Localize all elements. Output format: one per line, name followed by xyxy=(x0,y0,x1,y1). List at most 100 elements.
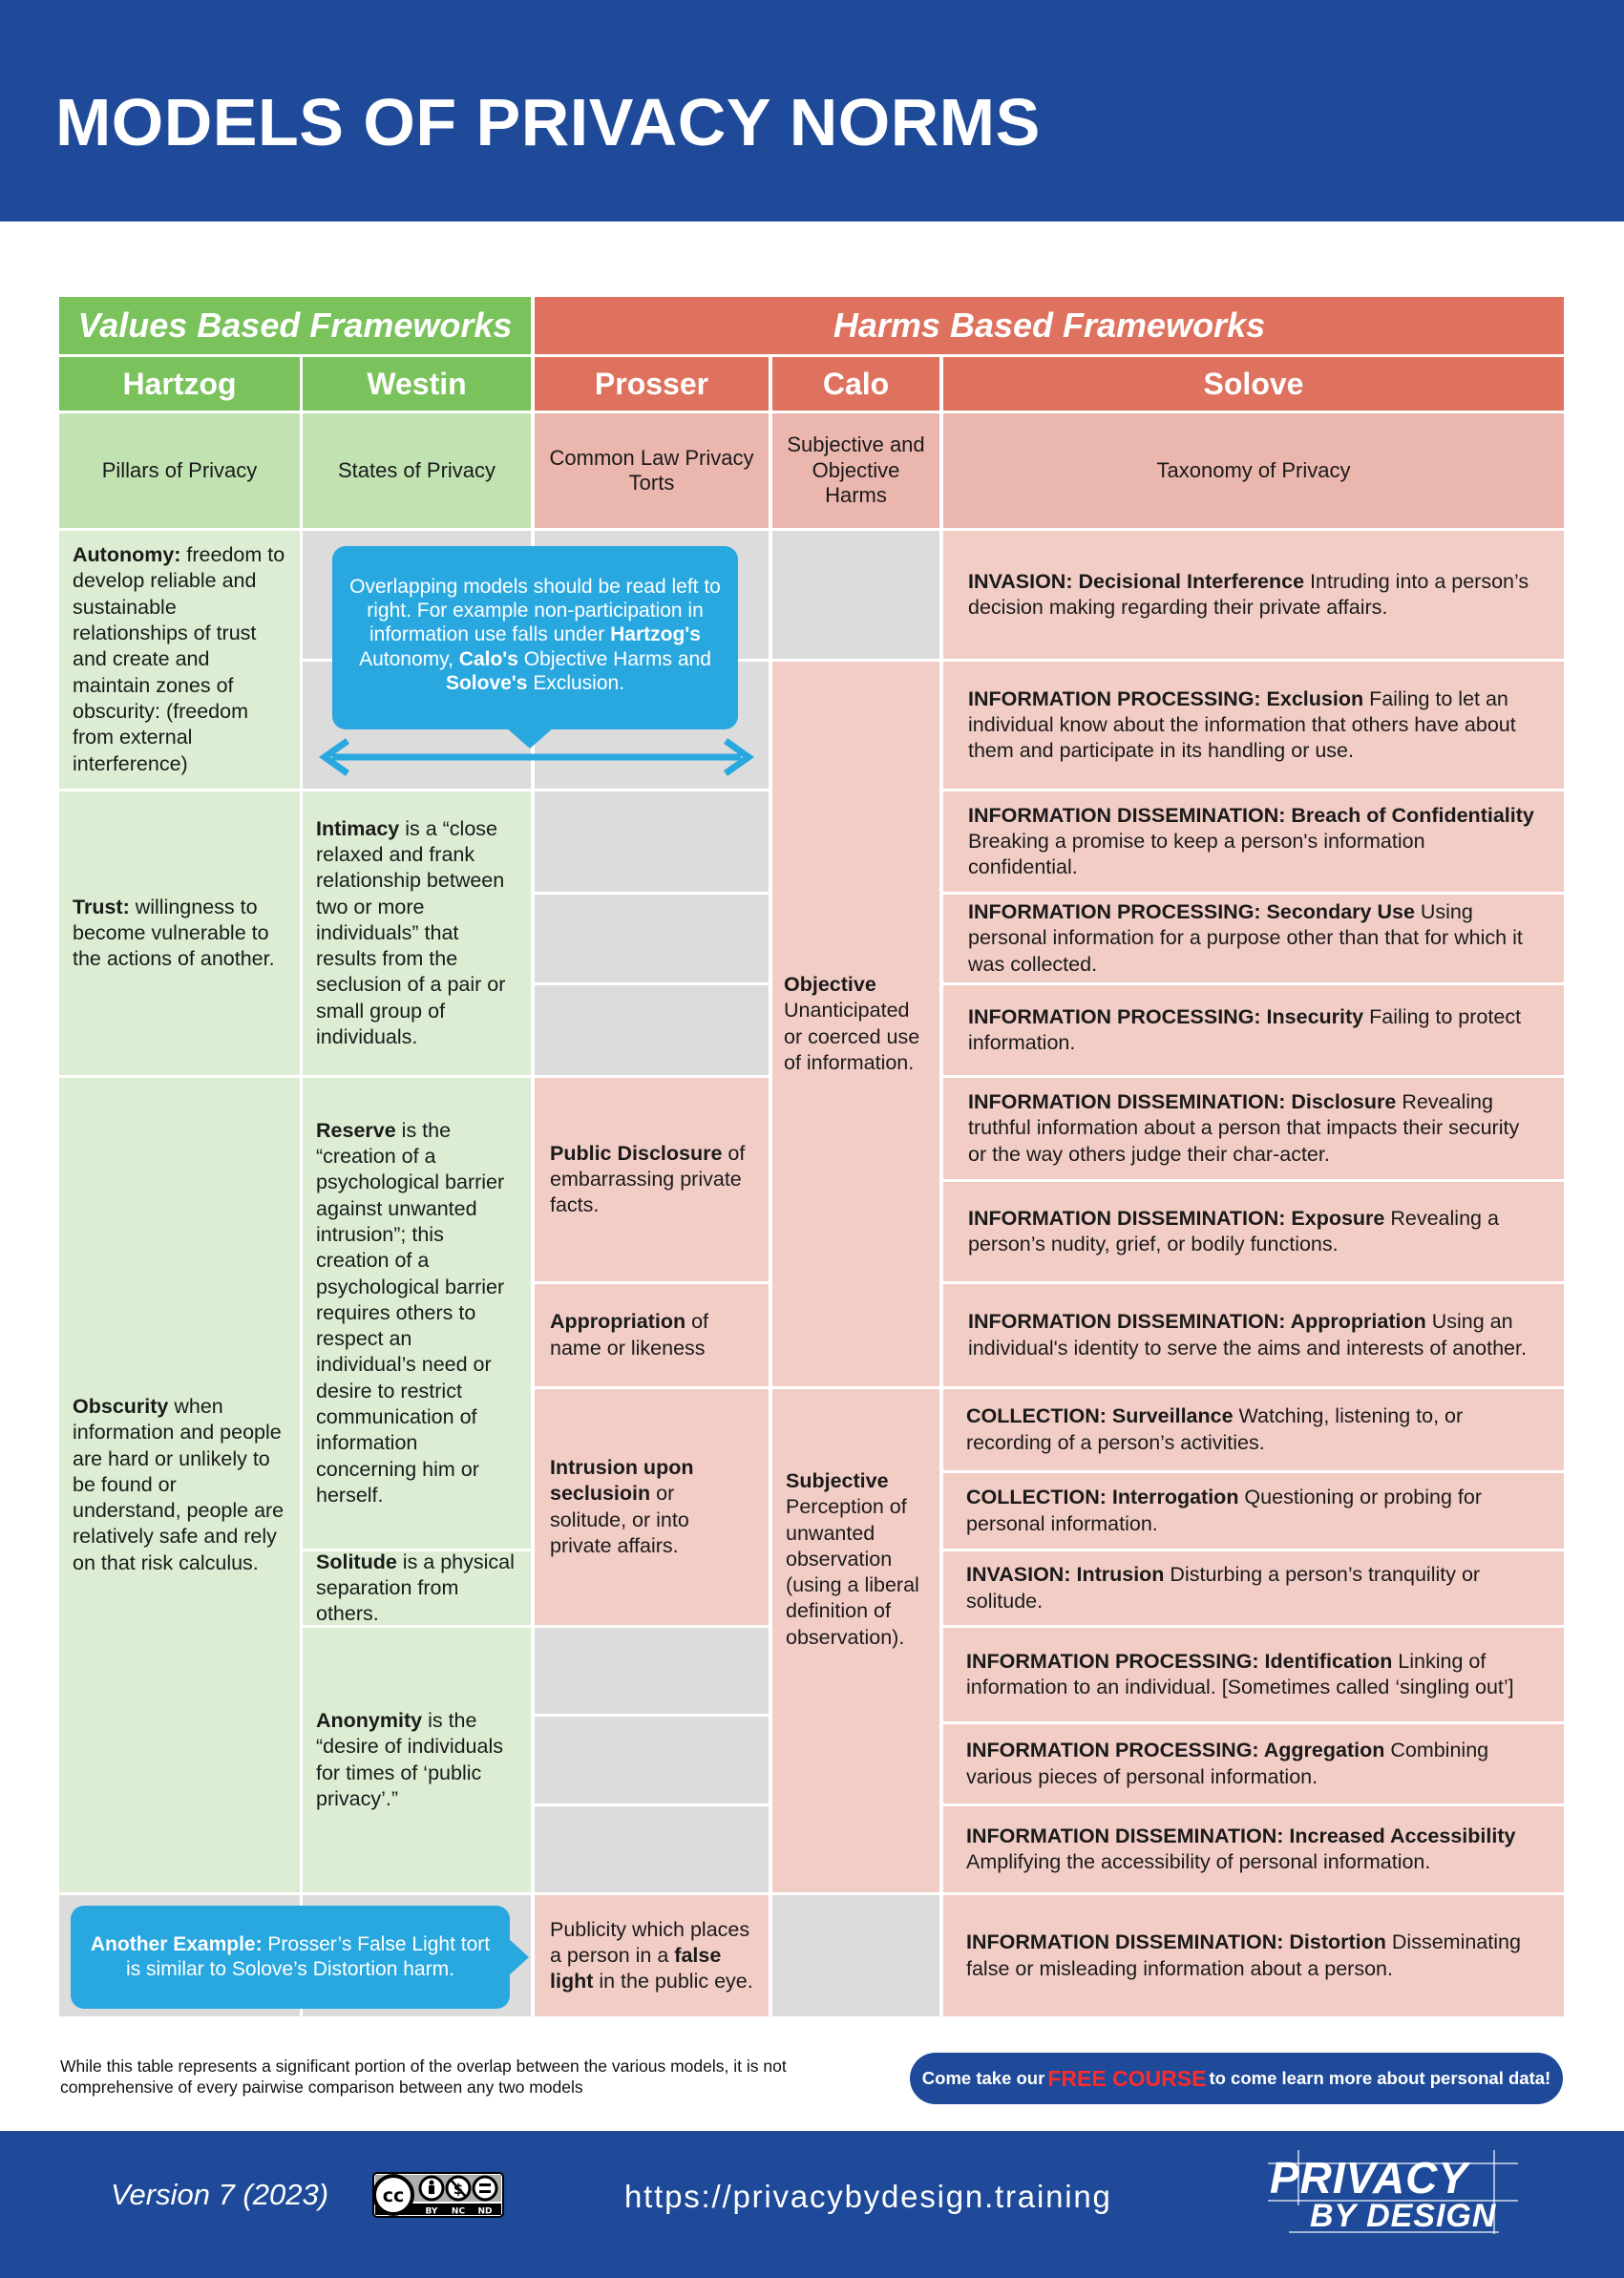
term: Objective xyxy=(784,972,876,996)
description: Intruding into a person’s decision makin… xyxy=(968,569,1529,619)
description: Failing to protect information. xyxy=(968,1004,1522,1054)
description: Questioning or probing for personal info… xyxy=(966,1486,1483,1535)
callout-text: Overlapping models should be read left t… xyxy=(349,576,721,646)
header-banner xyxy=(0,0,1624,221)
description: of name or likeness xyxy=(550,1310,709,1360)
empty-cell xyxy=(535,895,769,982)
solove-entry: INFORMATION DISSEMINATION: Appropriation… xyxy=(943,1284,1564,1386)
solove-entry: INVASION: Decisional Interference Intrud… xyxy=(943,531,1564,659)
prosser-false-light: Publicity which places a person in a fal… xyxy=(535,1895,769,2016)
course-highlight: FREE COURSE xyxy=(1047,2065,1207,2091)
overlap-callout: Overlapping models should be read left t… xyxy=(332,546,738,729)
callout-label: Another Example: xyxy=(90,1933,263,1955)
version-label: Version 7 (2023) xyxy=(111,2178,329,2211)
website-link[interactable]: https://privacybydesign.training xyxy=(624,2179,1112,2214)
term: Reserve xyxy=(316,1118,396,1142)
term: INVASION: Intrusion xyxy=(966,1563,1165,1587)
license-label: ND xyxy=(477,2207,492,2217)
term: Intrusion upon seclusioin xyxy=(550,1455,694,1506)
description: Amplifying the accessibility of personal… xyxy=(966,1850,1431,1873)
course-text: to come learn more about personal data! xyxy=(1209,2068,1551,2088)
description: Breaking a promise to keep a person's in… xyxy=(968,829,1425,879)
term: Subjective xyxy=(786,1468,889,1492)
term: INFORMATION DISSEMINATION: Distortion xyxy=(966,1930,1386,1954)
license-label: BY xyxy=(426,2207,438,2217)
footer-banner xyxy=(0,2131,1624,2278)
term: INVASION: Decisional Interference xyxy=(968,569,1305,593)
solove-entry: INFORMATION PROCESSING: Identification L… xyxy=(943,1628,1564,1721)
solove-entry: INVASION: Intrusion Disturbing a person’… xyxy=(943,1551,1564,1625)
term: Appropriation xyxy=(550,1310,686,1334)
subtitle-hartzog: Pillars of Privacy xyxy=(59,413,300,528)
empty-cell xyxy=(535,791,769,892)
privacy-by-design-logo-lines xyxy=(1268,2150,1518,2234)
hartzog-autonomy: Autonomy: freedom to develop reliable an… xyxy=(59,531,300,789)
callout-text: Autonomy, xyxy=(359,647,459,670)
model-header-prosser: Prosser xyxy=(535,357,769,411)
term: INFORMATION PROCESSING: Insecurity xyxy=(968,1004,1364,1028)
term: INFORMATION DISSEMINATION: Exposure xyxy=(968,1206,1385,1230)
description: Unanticipated or coerced use of informat… xyxy=(784,999,920,1074)
subtitle-calo: Subjective and Objective Harms xyxy=(772,413,939,528)
group-header-harms: Harms Based Frameworks xyxy=(535,297,1564,354)
solove-entry: INFORMATION DISSEMINATION: Disclosure Re… xyxy=(943,1078,1564,1179)
logo-text: PRIVACY xyxy=(1270,2153,1469,2203)
description: is the “creation of a psychological barr… xyxy=(316,1118,505,1507)
subtitle-prosser: Common Law Privacy Torts xyxy=(535,413,769,528)
term: INFORMATION PROCESSING: Exclusion xyxy=(968,686,1364,710)
description: Perception of unwanted observation (usin… xyxy=(786,1495,919,1649)
term: Solitude xyxy=(316,1551,397,1573)
callout-text: Objective Harms and xyxy=(517,647,711,670)
prosser-appropriation: Appropriation of name or likeness xyxy=(535,1284,769,1386)
term: INFORMATION DISSEMINATION: Appropriation xyxy=(968,1310,1426,1334)
westin-intimacy: Intimacy is a “close relaxed and frank r… xyxy=(303,791,531,1075)
solove-entry: INFORMATION DISSEMINATION: Breach of Con… xyxy=(943,791,1564,892)
callout-text: Prosser’s False Light tort is similar to… xyxy=(126,1933,491,1981)
term: INFORMATION PROCESSING: Identification xyxy=(966,1649,1393,1673)
solove-entry: INFORMATION DISSEMINATION: Increased Acc… xyxy=(943,1806,1564,1892)
description: Watching, listening to, or recording of … xyxy=(966,1404,1464,1454)
description: is the “desire of individuals for times … xyxy=(316,1708,503,1810)
callout-bold: Hartzog's xyxy=(610,623,701,646)
example-callout: Another Example: Prosser’s False Light t… xyxy=(71,1906,510,2009)
callout-bold: Calo's xyxy=(458,647,518,670)
description: Using personal information for a purpose… xyxy=(968,900,1523,976)
free-course-button[interactable]: Come take our FREE COURSE to come learn … xyxy=(910,2053,1563,2104)
callout-pointer xyxy=(508,1938,529,1976)
model-header-westin: Westin xyxy=(303,357,531,411)
svg-text:cc: cc xyxy=(383,2185,405,2206)
description: Disseminating false or misleading inform… xyxy=(966,1930,1521,1980)
solove-entry: INFORMATION PROCESSING: Secondary Use Us… xyxy=(943,895,1564,982)
hartzog-obscurity: Obscurity when information and people ar… xyxy=(59,1078,300,1892)
description: Linking of information to an individual.… xyxy=(966,1649,1514,1698)
term: INFORMATION PROCESSING: Secondary Use xyxy=(968,900,1415,924)
term: INFORMATION DISSEMINATION: Disclosure xyxy=(968,1090,1397,1114)
solove-entry: INFORMATION PROCESSING: Aggregation Comb… xyxy=(943,1724,1564,1803)
term: Anonymity xyxy=(316,1708,423,1732)
empty-cell xyxy=(772,531,939,659)
description: when information and people are hard or … xyxy=(73,1394,285,1574)
solove-entry: INFORMATION PROCESSING: Insecurity Faili… xyxy=(943,985,1564,1075)
subtitle-solove: Taxonomy of Privacy xyxy=(943,413,1564,528)
description: Disturbing a person’s tranquility or sol… xyxy=(966,1563,1481,1613)
empty-cell xyxy=(772,1895,939,2016)
term: Public Disclosure xyxy=(550,1141,723,1165)
description: Revealing truthful information about a p… xyxy=(968,1090,1520,1166)
callout-bold: Solove's xyxy=(445,671,528,694)
description: Failing to let an individual know about … xyxy=(968,686,1516,763)
solove-entry: COLLECTION: Interrogation Questioning or… xyxy=(943,1473,1564,1549)
term: INFORMATION DISSEMINATION: Breach of Con… xyxy=(968,803,1534,827)
prosser-public-disclosure: Public Disclosure of embarrassing privat… xyxy=(535,1078,769,1281)
term: Trust: xyxy=(73,895,130,918)
empty-cell xyxy=(535,1628,769,1714)
callout-text: Exclusion. xyxy=(527,671,625,694)
description: of embarrassing private facts. xyxy=(550,1141,746,1217)
empty-cell xyxy=(535,1717,769,1803)
term: INFORMATION DISSEMINATION: Increased Acc… xyxy=(966,1824,1516,1847)
description: Publicity which places a person in a xyxy=(550,1917,750,1967)
creative-commons-license-icon: cc $ BY NC ND xyxy=(372,2172,504,2218)
solove-entry: INFORMATION PROCESSING: Exclusion Failin… xyxy=(943,662,1564,789)
term: COLLECTION: Surveillance xyxy=(966,1404,1234,1428)
description: in the public eye. xyxy=(593,1970,753,1993)
